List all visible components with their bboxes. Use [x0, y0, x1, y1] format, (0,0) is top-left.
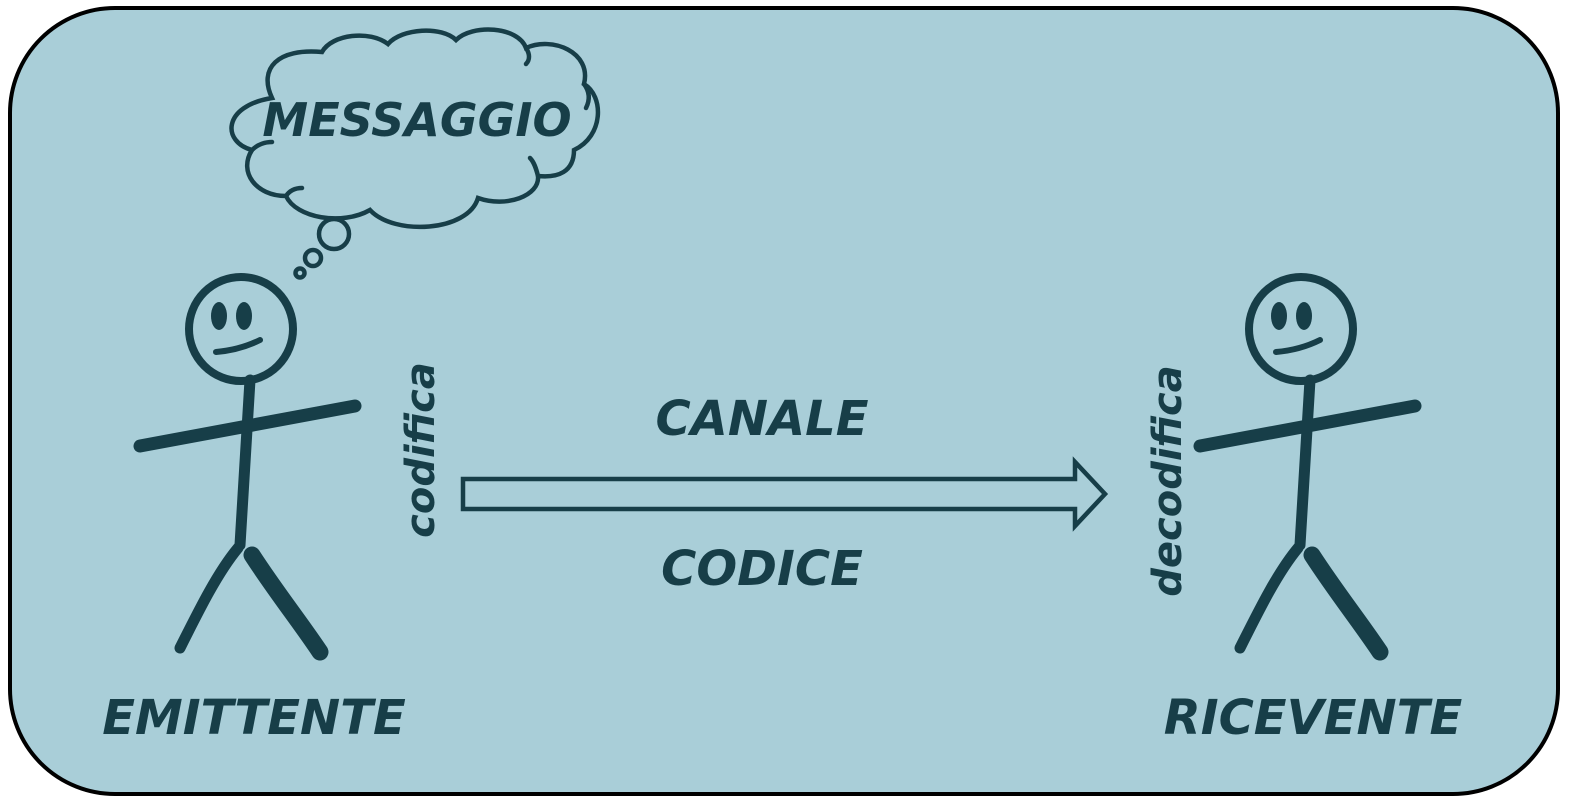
- code-label: CODICE: [661, 541, 863, 597]
- channel-label: CANALE: [655, 391, 868, 447]
- thought-bubble-icon: [229, 27, 601, 280]
- thought-label: MESSAGGIO: [262, 93, 571, 147]
- sender-stick-figure-icon: [133, 273, 362, 661]
- arrow-right-icon: [460, 456, 1109, 532]
- receiver-stick-figure-icon: [1193, 273, 1422, 661]
- receiver-label: RICEVENTE: [1164, 690, 1463, 746]
- decode-label: decodifica: [1145, 365, 1191, 596]
- sender-label: EMITTENTE: [102, 690, 406, 746]
- encode-label: codifica: [398, 362, 444, 538]
